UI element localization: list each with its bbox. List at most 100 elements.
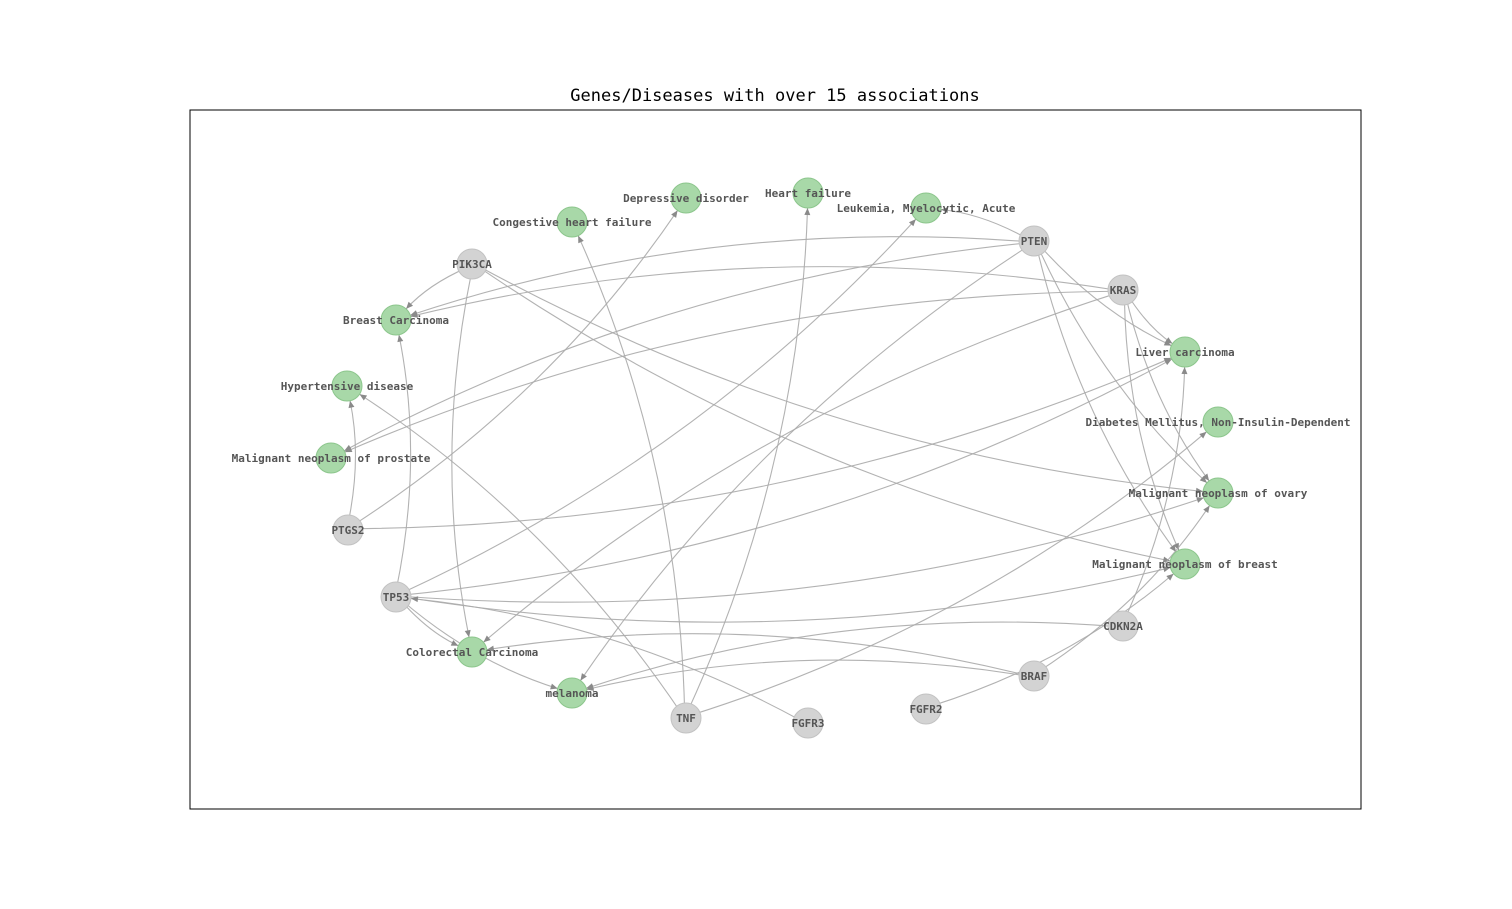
edge-arrowhead-fgfr3-to-tp53	[410, 596, 419, 603]
node-label-pten: PTEN	[1021, 235, 1048, 248]
node-colorectal-carcinoma	[456, 636, 488, 668]
edge-arrowhead-tp53-to-liver-carcinoma	[1164, 359, 1172, 366]
edge-arrowhead-pik3ca-to-malignant-neoplasm-of-breast	[1162, 556, 1171, 563]
edge-kras-to-colorectal-carcinoma	[483, 292, 1118, 643]
edge-braf-to-colorectal-carcinoma	[486, 633, 1029, 677]
edge-pten-to-leukemia-myelocytic-acute	[940, 208, 1029, 240]
edge-arrowhead-kras-to-colorectal-carcinoma	[483, 635, 491, 643]
edge-pik3ca-to-colorectal-carcinoma	[451, 269, 473, 638]
edge-kras-to-malignant-neoplasm-of-prostate	[344, 290, 1118, 453]
edge-pik3ca-to-malignant-neoplasm-of-breast	[477, 265, 1171, 562]
edge-arrowhead-tnf-to-congestive-heart-failure	[578, 235, 584, 244]
node-congestive-heart-failure	[556, 206, 588, 238]
node-label-leukemia-myelocytic-acute: Leukemia, Myelocytic, Acute	[837, 202, 1016, 215]
node-tp53	[380, 581, 412, 613]
node-label-kras: KRAS	[1110, 284, 1137, 297]
edge-ptgs2-to-liver-carcinoma	[353, 357, 1172, 530]
edge-cdkn2a-to-liver-carcinoma	[1123, 366, 1186, 621]
edge-arrowhead-braf-to-malignant-neoplasm-of-ovary	[1203, 505, 1210, 513]
node-label-malignant-neoplasm-of-ovary: Malignant neoplasm of ovary	[1129, 487, 1308, 500]
edge-kras-to-breast-carcinoma	[410, 266, 1118, 317]
node-melanoma	[556, 677, 588, 709]
node-fgfr2	[910, 693, 942, 725]
edge-arrowhead-pten-to-malignant-neoplasm-of-breast	[1169, 544, 1177, 552]
node-fgfr3	[792, 707, 824, 739]
node-breast-carcinoma	[380, 304, 412, 336]
node-label-fgfr2: FGFR2	[909, 703, 942, 716]
node-label-diabetes-mellitus-non-insulin-dependent: Diabetes Mellitus, Non-Insulin-Dependent	[1086, 416, 1351, 429]
node-braf	[1018, 660, 1050, 692]
node-liver-carcinoma	[1169, 336, 1201, 368]
edge-pik3ca-to-breast-carcinoma	[405, 267, 468, 310]
node-pten	[1018, 225, 1050, 257]
edge-arrowhead-tnf-to-hypertensive-disease	[359, 394, 368, 401]
edge-arrowhead-pik3ca-to-colorectal-carcinoma	[464, 629, 471, 638]
edge-arrowhead-braf-to-melanoma	[586, 684, 595, 691]
node-label-congestive-heart-failure: Congestive heart failure	[493, 216, 652, 229]
node-malignant-neoplasm-of-breast	[1169, 548, 1201, 580]
edge-arrowhead-tp53-to-leukemia-myelocytic-acute	[908, 219, 916, 227]
edge-arrowhead-pten-to-leukemia-myelocytic-acute	[940, 207, 949, 214]
node-pik3ca	[456, 248, 488, 280]
node-malignant-neoplasm-of-prostate	[315, 442, 347, 474]
node-label-braf: BRAF	[1021, 670, 1048, 683]
edge-braf-to-malignant-neoplasm-of-ovary	[1037, 505, 1211, 673]
edge-arrowhead-pten-to-malignant-neoplasm-of-ovary	[1199, 475, 1207, 483]
edge-tnf-to-diabetes-mellitus-non-insulin-dependent	[691, 431, 1207, 716]
edge-tp53-to-malignant-neoplasm-of-ovary	[401, 497, 1204, 603]
edge-arrowhead-pik3ca-to-breast-carcinoma	[406, 301, 414, 309]
edge-kras-to-liver-carcinoma	[1126, 293, 1173, 345]
node-malignant-neoplasm-of-ovary	[1202, 477, 1234, 509]
edge-fgfr2-to-malignant-neoplasm-of-breast	[931, 573, 1174, 707]
node-label-fgfr3: FGFR3	[791, 717, 824, 730]
node-hypertensive-disease	[331, 370, 363, 402]
figure-title: Genes/Diseases with over 15 associations	[570, 86, 979, 106]
edge-arrowhead-kras-to-liver-carcinoma	[1165, 337, 1173, 344]
edge-arrowhead-tp53-to-melanoma	[550, 683, 558, 690]
edge-tp53-to-malignant-neoplasm-of-breast	[401, 567, 1171, 623]
node-label-cdkn2a: CDKN2A	[1103, 620, 1143, 633]
edge-ptgs2-to-depressive-disorder	[351, 210, 679, 527]
edge-arrowhead-tnf-to-diabetes-mellitus-non-insulin-dependent	[1199, 431, 1207, 439]
node-label-tnf: TNF	[676, 712, 696, 725]
edge-arrowhead-tp53-to-malignant-neoplasm-of-ovary	[1196, 497, 1204, 503]
edge-tnf-to-congestive-heart-failure	[577, 235, 686, 713]
edges-layer	[343, 207, 1211, 722]
edge-arrowhead-kras-to-malignant-neoplasm-of-ovary	[1202, 473, 1210, 481]
node-label-colorectal-carcinoma: Colorectal Carcinoma	[406, 646, 538, 659]
edge-arrowhead-pten-to-melanoma	[580, 673, 587, 681]
edge-tp53-to-leukemia-myelocytic-acute	[400, 218, 917, 594]
edge-tp53-to-breast-carcinoma	[395, 334, 412, 592]
node-kras	[1107, 274, 1139, 306]
edge-pten-to-liver-carcinoma	[1038, 244, 1172, 347]
edge-arrowhead-ptgs2-to-depressive-disorder	[671, 210, 678, 218]
node-label-heart-failure: Heart failure	[765, 187, 851, 200]
node-label-breast-carcinoma: Breast Carcinoma	[343, 314, 449, 327]
edge-arrowhead-ptgs2-to-hypertensive-disease	[348, 400, 355, 409]
edge-arrowhead-tp53-to-colorectal-carcinoma	[450, 640, 459, 646]
node-cdkn2a	[1107, 610, 1139, 642]
node-label-ptgs2: PTGS2	[331, 524, 364, 537]
node-label-malignant-neoplasm-of-breast: Malignant neoplasm of breast	[1092, 558, 1277, 571]
edge-tnf-to-heart-failure	[686, 207, 809, 713]
node-label-tp53: TP53	[383, 591, 410, 604]
node-leukemia-myelocytic-acute	[910, 192, 942, 224]
edge-arrowhead-cdkn2a-to-liver-carcinoma	[1181, 366, 1188, 375]
edge-cdkn2a-to-melanoma	[586, 621, 1118, 689]
node-label-pik3ca: PIK3CA	[452, 258, 492, 271]
node-label-depressive-disorder: Depressive disorder	[623, 192, 749, 205]
edge-pten-to-malignant-neoplasm-of-prostate	[343, 242, 1029, 452]
node-label-liver-carcinoma: Liver carcinoma	[1135, 346, 1234, 359]
node-label-hypertensive-disease: Hypertensive disease	[281, 380, 414, 393]
edge-arrowhead-tnf-to-heart-failure	[804, 207, 811, 216]
node-ptgs2	[332, 514, 364, 546]
edge-ptgs2-to-hypertensive-disease	[347, 400, 357, 525]
edge-braf-to-melanoma	[586, 659, 1029, 691]
edge-tp53-to-liver-carcinoma	[401, 358, 1173, 596]
edge-arrowhead-kras-to-breast-carcinoma	[410, 311, 419, 318]
edge-arrowhead-fgfr2-to-malignant-neoplasm-of-breast	[1166, 573, 1174, 581]
edge-arrowhead-braf-to-colorectal-carcinoma	[486, 645, 495, 652]
node-label-melanoma: melanoma	[546, 687, 599, 700]
node-tnf	[670, 702, 702, 734]
